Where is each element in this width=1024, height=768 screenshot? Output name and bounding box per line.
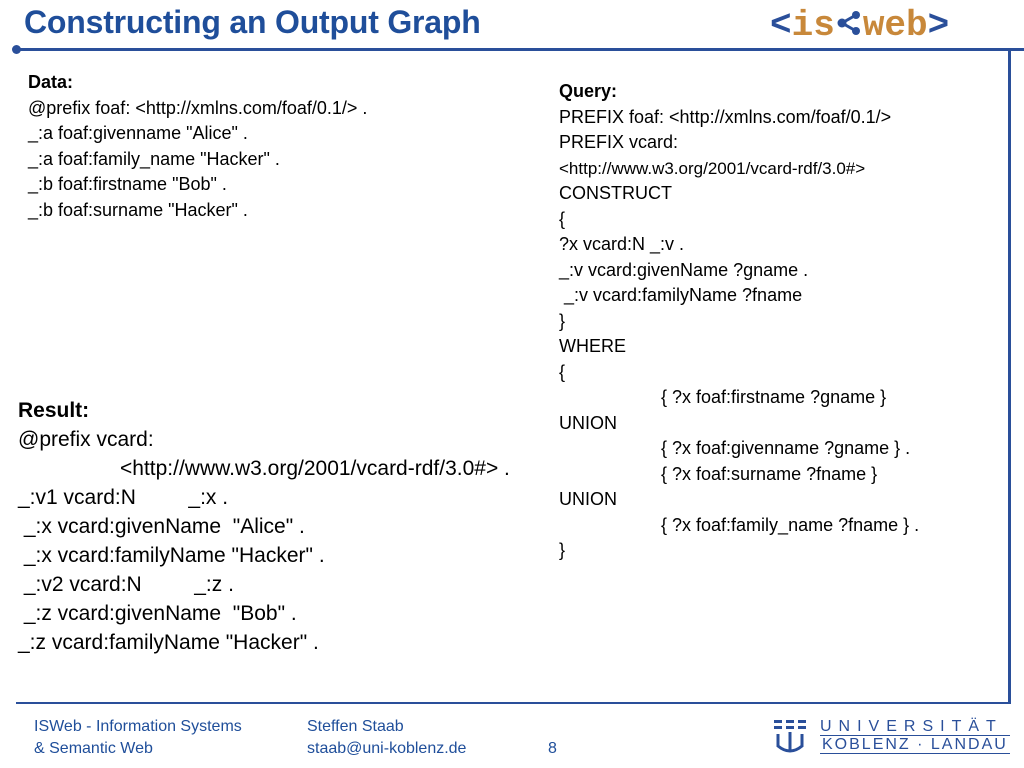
header-rule: [16, 48, 1024, 51]
university-name: UNIVERSITÄT: [820, 718, 1003, 735]
query-block: Query: PREFIX foaf: <http://xmlns.com/fo…: [559, 79, 919, 564]
query-line: _:v vcard:familyName ?fname: [559, 285, 803, 305]
page-number: 8: [548, 740, 557, 757]
query-line: WHERE: [559, 336, 626, 356]
data-line: _:a foaf:family_name "Hacker" .: [28, 148, 280, 169]
footer-org: ISWeb - Information Systems & Semantic W…: [34, 716, 242, 760]
university-locations: KOBLENZ · LANDAU: [820, 735, 1010, 754]
query-line: { ?x foaf:givenname ?gname } .: [661, 438, 911, 458]
result-line: _:z vcard:familyName "Hacker" .: [18, 631, 319, 654]
footer-author-name: Steffen Staab: [307, 718, 404, 735]
logo-lt: <: [770, 5, 792, 46]
data-line: @prefix foaf: <http://xmlns.com/foaf/0.1…: [28, 97, 368, 118]
result-line: @prefix vcard:: [18, 428, 154, 451]
result-line: _:v1 vcard:N _:x .: [18, 486, 229, 509]
query-line: {: [559, 208, 566, 229]
query-line: ?x vcard:N _:v .: [559, 234, 685, 254]
result-line: _:x vcard:familyName "Hacker" .: [18, 544, 325, 567]
query-line: }: [559, 540, 566, 560]
query-line: PREFIX vcard:: [559, 132, 679, 152]
data-heading: Data:: [28, 72, 74, 92]
result-heading: Result:: [18, 399, 90, 422]
result-line: _:x vcard:givenName "Alice" .: [18, 515, 305, 538]
query-line: { ?x foaf:firstname ?gname }: [661, 387, 887, 407]
slide-title: Constructing an Output Graph: [24, 4, 481, 40]
data-line: _:b foaf:firstname "Bob" .: [28, 174, 227, 194]
logo-is: is: [791, 5, 835, 46]
right-border-rule: [1008, 48, 1011, 702]
query-line: {: [559, 361, 566, 382]
header-rule-dot: [12, 45, 21, 54]
query-heading: Query:: [559, 81, 618, 101]
data-block: Data: @prefix foaf: <http://xmlns.com/fo…: [28, 70, 367, 223]
result-line: _:v2 vcard:N _:z .: [18, 573, 234, 596]
result-line: _:z vcard:givenName "Bob" .: [18, 602, 297, 625]
logo-gt: >: [927, 5, 950, 46]
result-block: Result: @prefix vcard: <http://www.w3.or…: [18, 396, 510, 657]
query-line: CONSTRUCT: [559, 183, 672, 203]
query-line: UNION: [559, 489, 617, 509]
result-line: <http://www.w3.org/2001/vcard-rdf/3.0#> …: [120, 457, 510, 480]
query-line: _:v vcard:givenName ?gname .: [559, 259, 809, 280]
query-line: }: [559, 310, 566, 331]
query-line: PREFIX foaf: <http://xmlns.com/foaf/0.1/…: [559, 106, 892, 127]
data-line: _:a foaf:givenname "Alice" .: [28, 123, 248, 143]
footer-author-email: staab@uni-koblenz.de: [307, 740, 467, 757]
footer-org-line1: ISWeb - Information Systems: [34, 718, 242, 735]
university-seal-icon: [774, 720, 806, 753]
network-icon: [837, 11, 860, 36]
query-line: UNION: [559, 412, 617, 433]
footer-org-line2: & Semantic Web: [34, 740, 153, 757]
logo-web: web: [862, 5, 928, 46]
query-line: { ?x foaf:family_name ?fname } .: [661, 514, 920, 535]
isweb-logo: <is web>: [770, 6, 949, 46]
footer-author: Steffen Staab staab@uni-koblenz.de: [307, 716, 466, 760]
footer-rule: [16, 702, 1011, 704]
data-line: _:b foaf:surname "Hacker" .: [28, 199, 248, 220]
query-line: { ?x foaf:surname ?fname }: [661, 463, 878, 484]
query-line: <http://www.w3.org/2001/vcard-rdf/3.0#>: [559, 158, 866, 178]
